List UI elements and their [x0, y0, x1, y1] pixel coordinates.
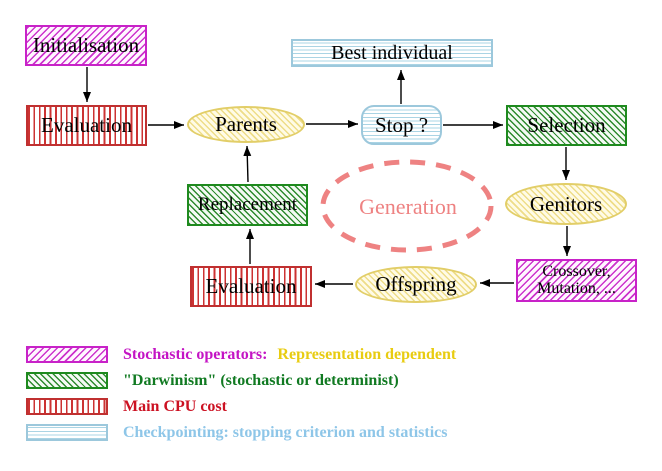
legend-swatch-cyan-stripes	[26, 424, 108, 441]
generation-label: Generation	[359, 194, 457, 219]
node-best-individual: Best individual	[291, 39, 493, 67]
mutation-line: Mutation, ...	[537, 279, 616, 297]
node-offspring: Offspring	[355, 266, 477, 303]
node-evaluation-bottom: Evaluation	[190, 266, 312, 307]
node-parents: Parents	[187, 106, 305, 143]
arrow-replacement-to-parents	[243, 145, 252, 183]
legend-label-cpu-cost: Main CPU cost	[123, 398, 227, 415]
legend-label-representation: Representation dependent	[277, 346, 457, 363]
legend-row-checkpointing: Checkpointing: stopping criterion and st…	[26, 424, 447, 441]
legend-label-checkpointing: Checkpointing: stopping criterion and st…	[123, 424, 448, 441]
node-crossover-mutation: Crossover, Mutation, ...	[516, 259, 637, 302]
legend-label-stochastic: Stochastic operators:	[123, 346, 268, 363]
node-selection: Selection	[506, 105, 627, 146]
legend-label-darwinism: "Darwinism" (stochastic or determinist)	[123, 372, 399, 389]
legend-swatch-green-hatch	[26, 372, 108, 389]
legend-swatch-red-stripes	[26, 398, 108, 415]
node-evaluation-top: Evaluation	[26, 105, 147, 146]
legend-swatch-magenta-hatch	[26, 346, 108, 363]
node-initialisation: Initialisation	[25, 25, 147, 66]
legend-row-stochastic: Stochastic operators: Representation dep…	[26, 346, 456, 363]
legend-row-cpu-cost: Main CPU cost	[26, 398, 227, 415]
crossover-line: Crossover,	[542, 262, 611, 280]
generation-dashed-ellipse	[320, 159, 494, 253]
node-genitors: Genitors	[505, 183, 627, 225]
node-replacement: Replacement	[187, 184, 308, 226]
node-stop: Stop ?	[361, 105, 442, 145]
legend-row-darwinism: "Darwinism" (stochastic or determinist)	[26, 372, 399, 389]
